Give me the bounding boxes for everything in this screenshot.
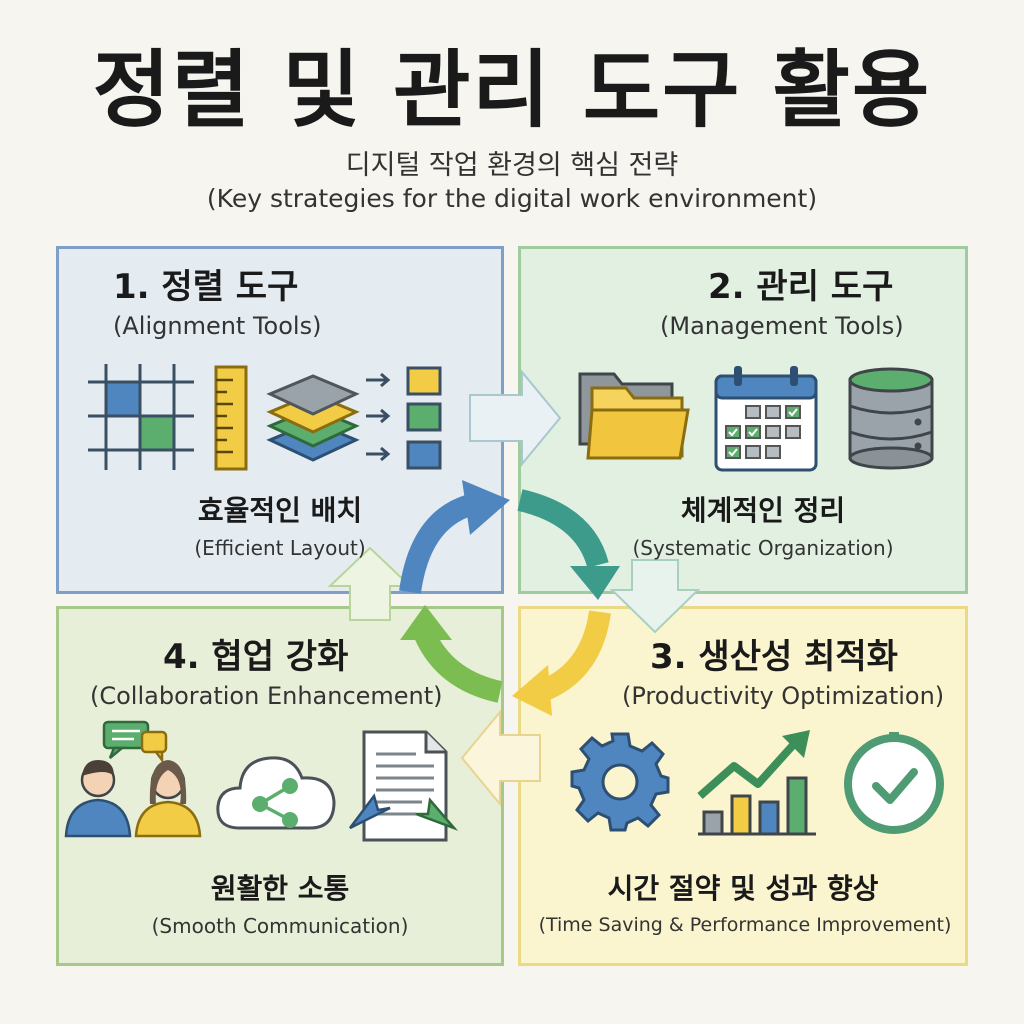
clock-check-icon	[844, 732, 944, 834]
cycle-arrow-yellow-icon	[540, 610, 611, 701]
q3-subtitle: (Productivity Optimization)	[622, 682, 945, 710]
people-chat-icon	[64, 720, 202, 838]
q3-caption-en: (Time Saving & Performance Improvement)	[538, 914, 952, 936]
q1-title: 1. 정렬 도구	[113, 267, 299, 307]
q4-caption: 원활한 소통	[210, 872, 350, 905]
q2-title: 2. 관리 도구	[708, 267, 894, 307]
arrow-left-icon	[460, 709, 541, 807]
arrow-up-icon	[327, 546, 413, 621]
q3-title: 3. 생산성 최적화	[650, 637, 898, 677]
layers-icon	[266, 374, 360, 462]
q1-subtitle: (Alignment Tools)	[113, 312, 322, 340]
q2-caption: 체계적인 정리	[680, 494, 846, 527]
q4-title: 4. 협업 강화	[163, 637, 349, 677]
cycle-arrow-blue-icon	[399, 494, 474, 594]
ruler-icon	[214, 365, 248, 471]
arrow-right-icon	[469, 369, 562, 467]
sorted-blocks-icon	[366, 366, 442, 470]
growth-chart-icon	[697, 730, 816, 836]
q2-subtitle: (Management Tools)	[660, 312, 904, 340]
page-title: 정렬 및 관리 도구 활용	[92, 41, 932, 139]
database-icon	[848, 367, 934, 470]
q3-caption: 시간 절약 및 성과 향상	[607, 872, 879, 905]
q4-caption-en: (Smooth Communication)	[151, 914, 409, 938]
calendar-icon	[714, 366, 818, 472]
page-subtitle: 디지털 작업 환경의 핵심 전략 (Key strategies for the…	[0, 148, 1024, 216]
grid-icon	[88, 364, 194, 470]
q1-caption-en: (Efficient Layout)	[194, 536, 366, 560]
cycle-arrow-teal-icon	[517, 489, 609, 569]
arrow-down-icon	[609, 559, 701, 634]
folder-icon	[578, 372, 690, 460]
q4-subtitle: (Collaboration Enhancement)	[90, 682, 443, 710]
cycle-arrow-green-icon	[414, 630, 503, 703]
q1-caption: 효율적인 배치	[197, 494, 363, 527]
shared-document-icon	[349, 730, 459, 842]
subtitle-english: (Key strategies for the digital work env…	[206, 184, 818, 214]
subtitle-korean: 디지털 작업 환경의 핵심 전략	[345, 150, 679, 181]
q2-caption-en: (Systematic Organization)	[632, 536, 894, 560]
gear-icon	[570, 732, 670, 832]
cloud-share-icon	[216, 756, 336, 830]
